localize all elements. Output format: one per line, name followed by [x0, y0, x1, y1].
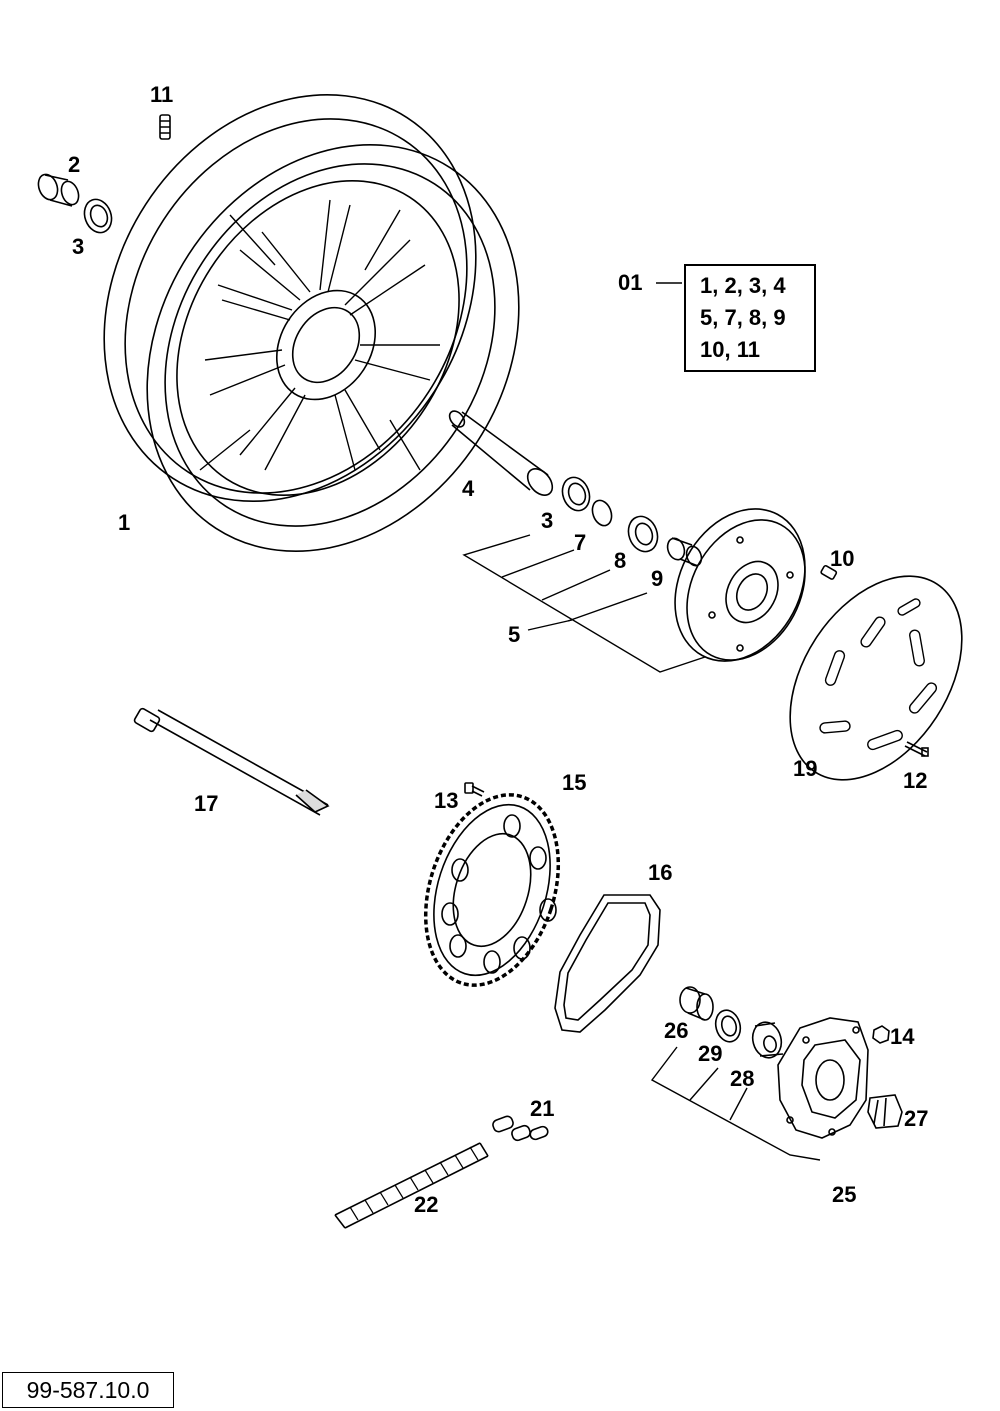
nut-part-14 [872, 1025, 890, 1044]
callout-part-5: 5 [508, 622, 521, 647]
seal-part-29 [714, 1009, 742, 1043]
callout-part-26: 26 [664, 1018, 689, 1043]
seal-part-3-upper [83, 198, 113, 234]
callout-part-25: 25 [832, 1182, 857, 1207]
callout-part-22: 22 [414, 1192, 439, 1217]
callout-part-3-lower: 3 [541, 508, 554, 533]
rear-wheel-rim [103, 94, 520, 552]
callout-part-12: 12 [903, 768, 928, 793]
seal-part-3-lower [561, 476, 591, 512]
damper-part-27 [867, 1094, 903, 1129]
callout-part-19: 19 [793, 756, 818, 781]
brake-disc-part-19 [789, 575, 963, 781]
chain-part-22 [334, 1142, 489, 1229]
callout-part-29: 29 [698, 1041, 723, 1066]
valve-part-11 [159, 114, 171, 140]
axle-part-17 [133, 707, 330, 816]
spacer-part-2 [37, 173, 80, 207]
callout-part-16: 16 [648, 860, 673, 885]
drawing-number: 99-587.10.0 [2, 1372, 174, 1408]
kit-contents-line-1: 1, 2, 3, 4 [700, 273, 786, 298]
gasket-part-16 [554, 894, 661, 1033]
callout-part-15: 15 [562, 770, 587, 795]
callout-part-28: 28 [730, 1066, 755, 1091]
screw-part-13 [464, 782, 485, 797]
circlip-part-7 [591, 499, 613, 527]
sprocket-part-15 [423, 793, 561, 987]
bearing-part-8 [627, 515, 659, 553]
callout-part-3-upper: 3 [72, 234, 85, 259]
callout-part-8: 8 [614, 548, 627, 573]
callout-part-27: 27 [904, 1106, 929, 1131]
screw-part-12 [904, 741, 929, 757]
callout-part-7: 7 [574, 530, 587, 555]
callout-part-4: 4 [462, 476, 475, 501]
callout-part-9: 9 [651, 566, 664, 591]
chain-link-part-21 [492, 1115, 549, 1142]
leader-lines [462, 282, 821, 1161]
callout-part-17: 17 [194, 791, 219, 816]
callout-part-13: 13 [434, 788, 459, 813]
sprocket-carrier-part-25 [777, 1017, 869, 1139]
callout-part-14: 14 [890, 1024, 915, 1049]
screw-part-10 [820, 564, 838, 580]
sleeve-part-4 [448, 410, 554, 496]
callout-part-1: 1 [118, 510, 131, 535]
callout-part-2: 2 [68, 152, 81, 177]
callout-part-11: 11 [150, 82, 174, 107]
disc-carrier-part-5 [674, 508, 806, 662]
kit-contents-box: 1, 2, 3, 4 5, 7, 8, 9 10, 11 [684, 264, 816, 372]
callout-part-01: 01 [618, 270, 643, 295]
kit-contents-line-2: 5, 7, 8, 9 [700, 305, 786, 330]
spacer-part-26 [679, 986, 714, 1021]
callout-part-10: 10 [830, 546, 855, 571]
bearing-part-28 [751, 1021, 784, 1059]
callout-part-21: 21 [530, 1096, 555, 1121]
kit-contents-line-3: 10, 11 [700, 337, 760, 362]
